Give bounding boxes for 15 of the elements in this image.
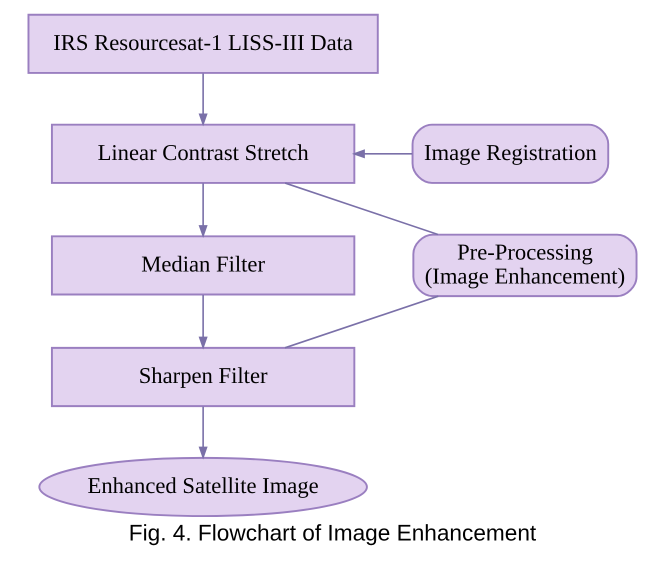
connector xyxy=(284,295,439,349)
arrow xyxy=(198,74,208,126)
node-box: Pre-Processing (Image Enhancement) xyxy=(412,234,638,298)
node-box: Median Filter xyxy=(50,235,356,296)
node-box: Sharpen Filter xyxy=(50,346,356,408)
connector xyxy=(284,182,438,236)
caption: Fig. 4. Flowchart of Image Enhancement xyxy=(128,520,536,546)
node-box: Image Registration xyxy=(412,124,610,184)
arrow xyxy=(198,183,208,238)
arrow xyxy=(352,149,412,158)
node-box: IRS Resourcesat-1 LISS-III Data xyxy=(28,14,379,74)
node-box: Linear Contrast Stretch xyxy=(50,124,356,184)
arrow xyxy=(198,294,208,350)
arrow xyxy=(198,406,208,460)
node-ellipse: Enhanced Satellite Image xyxy=(38,456,368,518)
